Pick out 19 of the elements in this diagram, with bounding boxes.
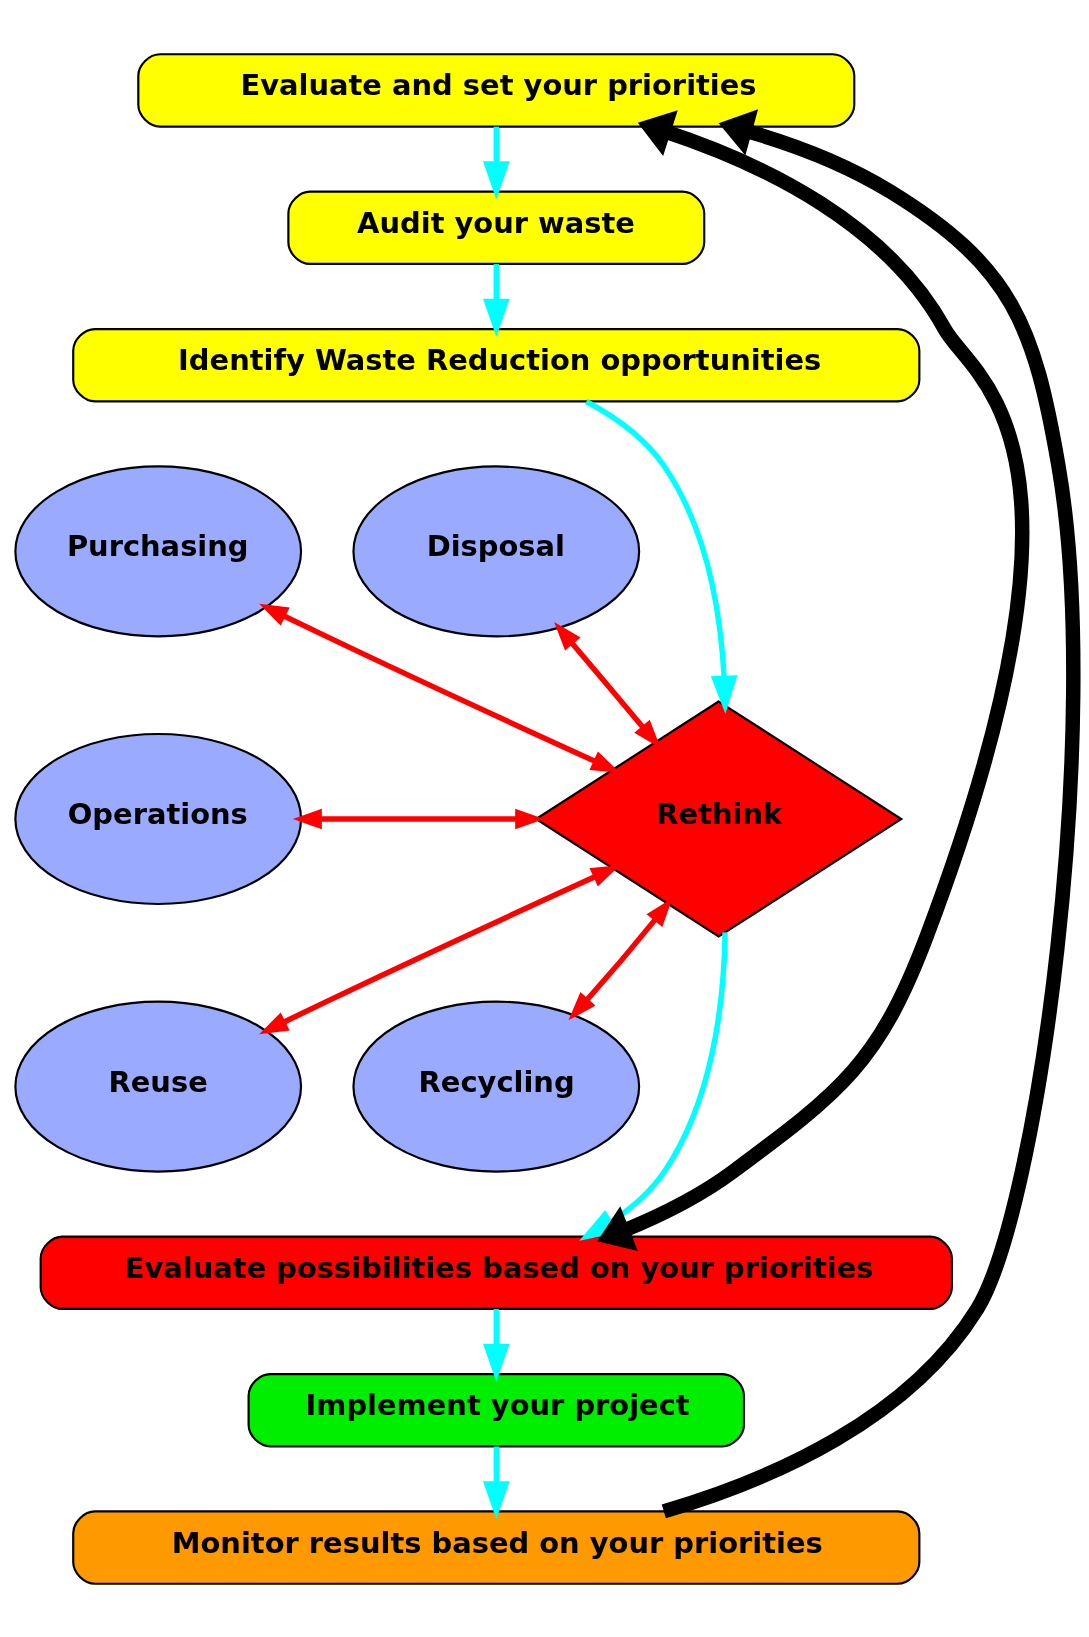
node-box: Implement your project	[247, 1372, 746, 1447]
node-ellipse: Disposal	[352, 464, 641, 637]
arrow	[483, 126, 510, 199]
node-ellipse: Purchasing	[14, 464, 303, 637]
node-box: Identify Waste Reduction opportunities	[72, 327, 921, 402]
arrow	[554, 621, 661, 748]
node-ellipse: Operations	[14, 732, 303, 905]
node-ellipse: Recycling	[352, 1000, 641, 1173]
arrow	[483, 1308, 510, 1382]
arrow	[483, 1445, 510, 1519]
arrow	[585, 398, 738, 714]
arrow	[661, 108, 1081, 1518]
node-box: Audit your waste	[287, 190, 706, 265]
node-box: Evaluate and set your priorities	[137, 52, 856, 128]
arrow	[483, 263, 510, 337]
node-ellipse: Reuse	[14, 1000, 303, 1173]
arrow	[597, 109, 1029, 1251]
node-box: Monitor results based on your priorities	[72, 1509, 921, 1585]
node-box: Evaluate possibilities based on your priorities	[39, 1235, 953, 1310]
